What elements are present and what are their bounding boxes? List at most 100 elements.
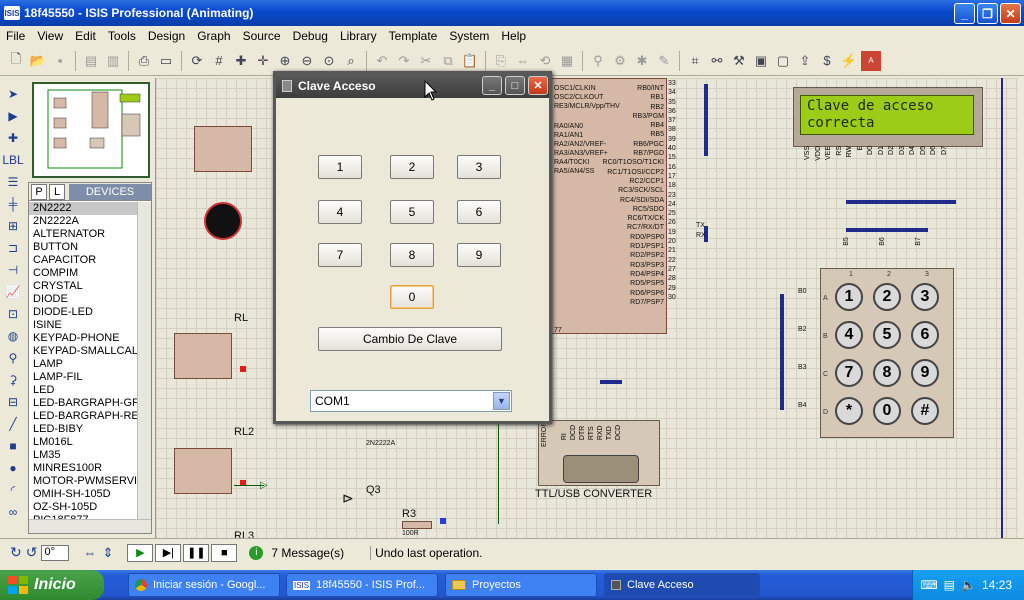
ares-netlist-icon[interactable]: A xyxy=(861,50,881,71)
zoom-all-icon[interactable]: ⊙ xyxy=(323,52,335,68)
minimize-button[interactable]: _ xyxy=(954,3,975,24)
circle-icon[interactable]: ● xyxy=(9,461,17,475)
task-proyectos[interactable]: Proyectos xyxy=(445,573,597,597)
rotate-clockwise-icon[interactable]: ↻ xyxy=(10,544,22,560)
search-tag-icon[interactable]: ⚯ xyxy=(711,52,723,68)
device-list-item[interactable]: BUTTON xyxy=(33,241,79,253)
pic-microcontroller[interactable]: OSC1/CLKIN OSC2/CLKOUT RE3/MCLR/Vpp/THV … xyxy=(551,78,667,334)
keypad-key[interactable]: 9 xyxy=(911,359,939,387)
bus-icon[interactable]: ╪ xyxy=(8,197,18,211)
device-pin-icon[interactable]: ⊣ xyxy=(7,263,19,277)
relay-rl1[interactable] xyxy=(194,126,252,172)
copy-icon[interactable]: ⧉ xyxy=(443,52,453,68)
lcd-display[interactable]: Clave de acceso correcta xyxy=(793,87,983,147)
rotate-anticlockwise-icon[interactable]: ↺ xyxy=(25,544,38,560)
subcircuit-icon[interactable]: ⊞ xyxy=(7,219,19,233)
menu-tools[interactable]: Tools xyxy=(107,28,136,43)
key-6-button[interactable]: 6 xyxy=(457,200,501,224)
menu-design[interactable]: Design xyxy=(147,28,186,43)
keypad-key[interactable]: 2 xyxy=(873,283,901,311)
device-list-item[interactable]: CAPACITOR xyxy=(33,254,97,266)
device-list-item[interactable]: LAMP xyxy=(33,358,63,370)
virtual-instrument-icon[interactable]: ⊟ xyxy=(7,395,19,409)
dialog-close-button[interactable]: ✕ xyxy=(528,76,548,95)
new-sheet-icon[interactable]: ▣ xyxy=(754,52,768,68)
task-clave-acceso[interactable]: Clave Acceso xyxy=(604,573,760,597)
stop-button[interactable]: ■ xyxy=(211,543,238,562)
device-list-item[interactable]: ALTERNATOR xyxy=(33,228,106,240)
voltage-probe-icon[interactable]: ⚲ xyxy=(8,351,18,365)
property-tool-icon[interactable]: ⚒ xyxy=(733,52,745,68)
paste-icon[interactable]: 📋 xyxy=(461,52,479,68)
menu-help[interactable]: Help xyxy=(501,28,527,43)
wire-label-icon[interactable]: LBL xyxy=(2,153,24,167)
device-list-item[interactable]: LM016L xyxy=(33,436,73,448)
device-list-item[interactable]: LAMP-FIL xyxy=(33,371,83,383)
block-rotate-icon[interactable]: ⟲ xyxy=(539,52,551,68)
keyboard-icon[interactable]: ⌨ xyxy=(920,578,938,592)
menu-file[interactable]: File xyxy=(6,28,26,43)
menu-graph[interactable]: Graph xyxy=(197,28,231,43)
keypad-key[interactable]: 1 xyxy=(835,283,863,311)
key-0-button[interactable]: 0 xyxy=(390,285,434,309)
make-device-icon[interactable]: ⚙ xyxy=(614,52,626,68)
relay-rl2[interactable] xyxy=(174,448,232,494)
device-list-item[interactable]: LED-BIBY xyxy=(33,423,84,435)
refresh-icon[interactable]: ⟳ xyxy=(191,52,203,68)
terminal-icon[interactable]: ⊐ xyxy=(7,241,19,255)
goto-sheet-icon[interactable]: ⇪ xyxy=(799,52,811,68)
remove-sheet-icon[interactable]: ▢ xyxy=(776,52,790,68)
menu-view[interactable]: View xyxy=(37,28,64,43)
zoom-in-icon[interactable]: ⊕ xyxy=(279,52,291,68)
device-list-item[interactable]: 2N2222A xyxy=(33,215,79,227)
device-list-item[interactable]: KEYPAD-PHONE xyxy=(33,332,120,344)
key-5-button[interactable]: 5 xyxy=(390,200,434,224)
dialog-minimize-button[interactable]: _ xyxy=(482,76,502,95)
task-isis[interactable]: ISIS 18f45550 - ISIS Prof... xyxy=(286,573,438,597)
keypad-key[interactable]: 0 xyxy=(873,397,901,425)
device-list-item[interactable]: ISINE xyxy=(33,319,62,331)
keypad-key[interactable]: 8 xyxy=(873,359,901,387)
menu-edit[interactable]: Edit xyxy=(75,28,96,43)
print-icon[interactable]: ⎙ xyxy=(138,52,150,68)
wire-autorouter-icon[interactable]: ⌗ xyxy=(691,52,699,68)
menu-template[interactable]: Template xyxy=(388,28,438,43)
menu-source[interactable]: Source xyxy=(242,28,281,43)
junction-dot-icon[interactable]: ✚ xyxy=(7,131,19,145)
devices-horizontal-scrollbar[interactable] xyxy=(29,519,151,533)
component-mode-icon[interactable]: ▶ xyxy=(8,109,18,123)
play-button[interactable]: ▶ xyxy=(127,543,154,562)
tape-recorder-icon[interactable]: ⊡ xyxy=(7,307,19,321)
zoom-area-icon[interactable]: ⌕ xyxy=(347,52,355,68)
text-script-icon[interactable]: ☰ xyxy=(7,175,19,189)
info-icon[interactable]: i xyxy=(249,545,264,560)
key-8-button[interactable]: 8 xyxy=(390,243,434,267)
change-password-button[interactable]: Cambio De Clave xyxy=(318,327,502,351)
save-icon[interactable]: ▪ xyxy=(57,53,63,68)
import-icon[interactable]: ▤ xyxy=(84,52,98,68)
device-list-item[interactable]: DIODE-LED xyxy=(33,306,93,318)
clock[interactable]: 14:23 xyxy=(981,578,1012,592)
menu-debug[interactable]: Debug xyxy=(292,28,328,43)
device-list-item[interactable]: LED-BARGRAPH-GF xyxy=(33,397,137,409)
graph-icon[interactable]: 📈 xyxy=(5,285,21,299)
device-list-item[interactable]: DIODE xyxy=(33,293,68,305)
key-4-button[interactable]: 4 xyxy=(318,200,362,224)
transistor-q3-icon[interactable]: ⊳ xyxy=(342,490,354,506)
chevron-down-icon[interactable]: ▼ xyxy=(493,392,510,410)
grid-icon[interactable]: # xyxy=(215,53,223,68)
library-manager-button[interactable]: L xyxy=(49,183,65,200)
keypad-key[interactable]: 5 xyxy=(873,321,901,349)
messages-count[interactable]: 7 Message(s) xyxy=(271,545,345,560)
package-tool-icon[interactable]: ✱ xyxy=(636,52,648,68)
line-icon[interactable]: ╱ xyxy=(9,417,17,431)
port-select[interactable]: COM1 ▼ xyxy=(310,390,512,412)
network-icon[interactable]: ▤ xyxy=(943,578,956,592)
rotation-angle-field[interactable]: 0° xyxy=(41,544,70,561)
device-list-item[interactable]: 2N2222 xyxy=(29,202,137,215)
dialog-maximize-button[interactable]: □ xyxy=(505,76,525,95)
task-chrome[interactable]: Iniciar sesión - Googl... xyxy=(128,573,280,597)
key-3-button[interactable]: 3 xyxy=(457,155,501,179)
maximize-button[interactable]: ❐ xyxy=(977,3,998,24)
